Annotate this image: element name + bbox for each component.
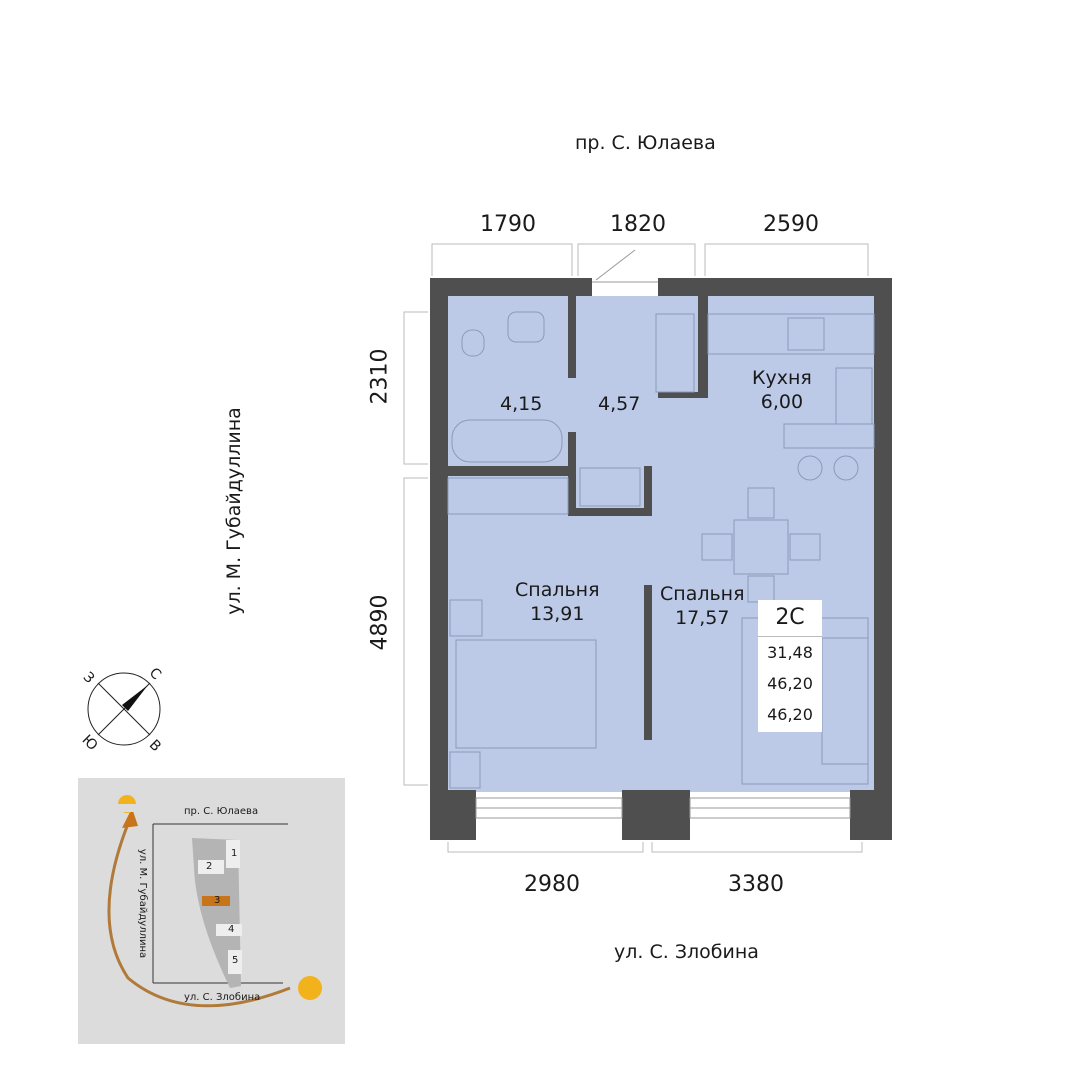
- room-name: Кухня: [752, 367, 812, 389]
- site-map: пр. С. Юлаева ул. С. Злобина ул. М. Губа…: [78, 778, 345, 1044]
- area-total: 46,20: [767, 674, 813, 693]
- site-map-drawing: [107, 795, 322, 1008]
- building-1: 1: [231, 848, 238, 859]
- street-bottom: ул. С. Злобина: [614, 941, 759, 963]
- fixtures: [447, 311, 875, 789]
- dimension-lines: [403, 243, 869, 853]
- building-2: 2: [206, 861, 213, 872]
- dim-top-2: 1820: [610, 212, 666, 237]
- site-street-top: пр. С. Юлаева: [184, 806, 259, 817]
- room-name: Спальня: [660, 583, 745, 605]
- apartment-code: 2С: [758, 600, 822, 637]
- room-bathroom: 4,15: [500, 392, 542, 416]
- room-area: 13,91: [530, 603, 585, 625]
- room-area: 4,57: [598, 393, 641, 415]
- street-top: пр. С. Юлаева: [575, 132, 716, 154]
- room-hall: 4,57: [598, 392, 640, 416]
- apartment-badge: 2С 31,48 46,20 46,20: [758, 600, 822, 732]
- room-name: Спальня: [515, 579, 600, 601]
- site-street-bottom: ул. С. Злобина: [184, 992, 261, 1003]
- room-area: 6,00: [760, 391, 804, 413]
- site-street-left: ул. М. Губайдуллина: [137, 848, 149, 959]
- area-total-2: 46,20: [767, 705, 813, 724]
- walls: [430, 278, 892, 840]
- building-4: 4: [228, 924, 235, 935]
- dim-top-1: 1790: [480, 212, 536, 237]
- windows: [475, 797, 851, 819]
- building-5: 5: [232, 955, 239, 966]
- dim-bottom-2: 3380: [728, 872, 784, 897]
- room-area: 4,15: [500, 393, 543, 415]
- entrance-door: [592, 249, 658, 283]
- building-3: 3: [214, 895, 221, 906]
- room-area: 17,57: [675, 607, 730, 629]
- area-living: 31,48: [767, 643, 813, 662]
- dim-top-3: 2590: [763, 212, 819, 237]
- dim-bottom-1: 2980: [524, 872, 580, 897]
